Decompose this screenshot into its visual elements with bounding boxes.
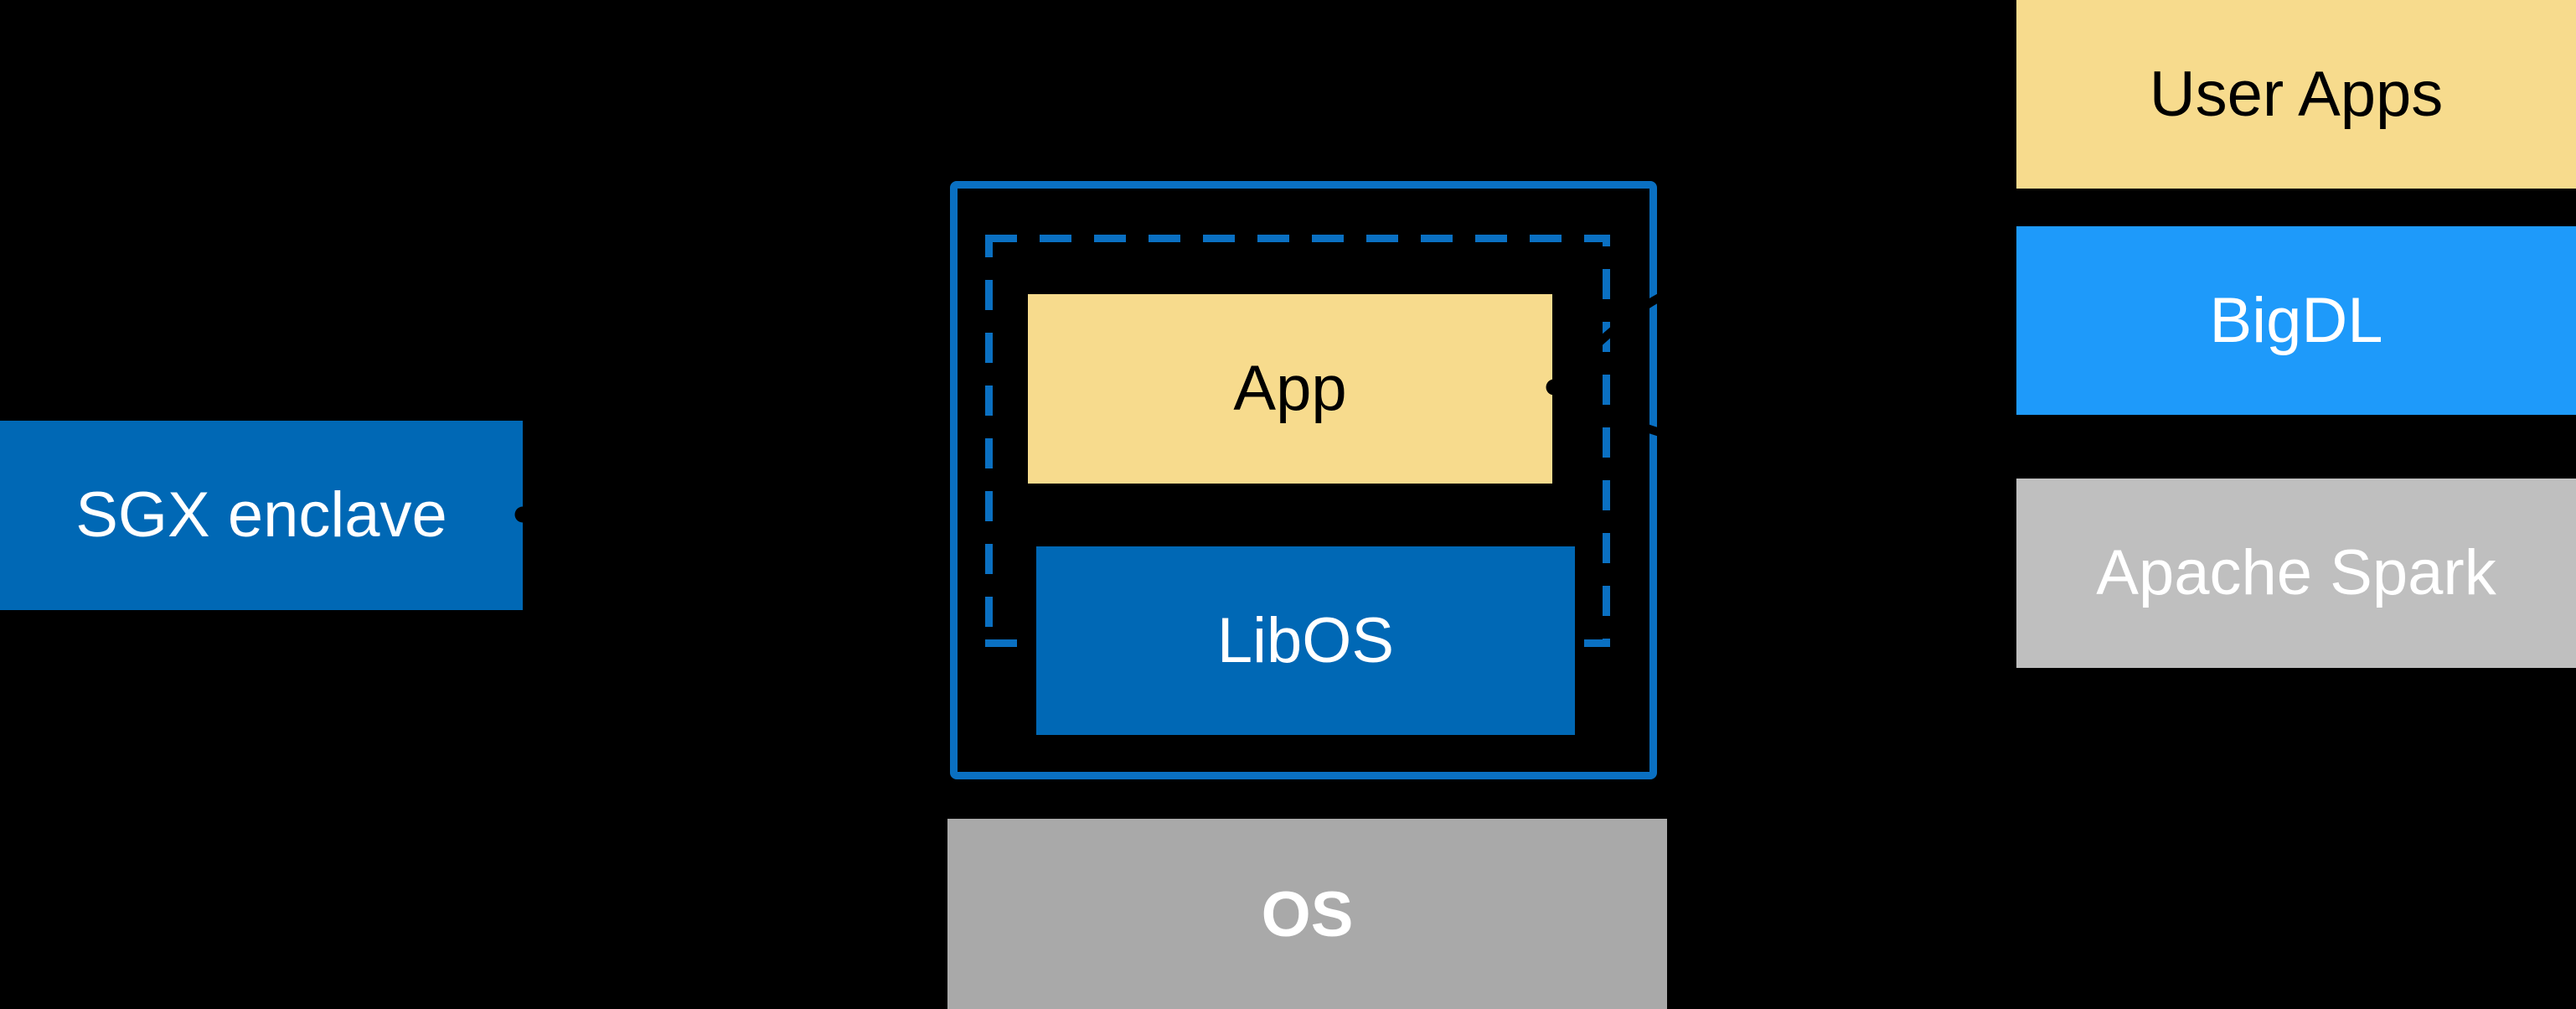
user-apps-box: User Apps (2016, 0, 2576, 189)
os-box: OS (947, 819, 1667, 1009)
bigdl-box: BigDL (2016, 226, 2576, 415)
apache-spark-box: Apache Spark (2016, 479, 2576, 668)
libos-box: LibOS (1036, 546, 1575, 735)
arrow-to-sgx-enclave (514, 506, 942, 523)
libos-container-box (950, 181, 1657, 779)
bigdl-label: BigDL (2209, 284, 2383, 356)
os-label: OS (1261, 879, 1354, 950)
user-apps-label: User Apps (2149, 58, 2444, 130)
sgx-enclave-box: SGX enclave (0, 421, 523, 610)
libos-label: LibOS (1216, 604, 1395, 676)
apache-spark-label: Apache Spark (2096, 537, 2496, 608)
sgx-enclave-label: SGX enclave (75, 479, 447, 551)
app-box: App (1028, 294, 1552, 484)
app-label: App (1233, 353, 1347, 424)
